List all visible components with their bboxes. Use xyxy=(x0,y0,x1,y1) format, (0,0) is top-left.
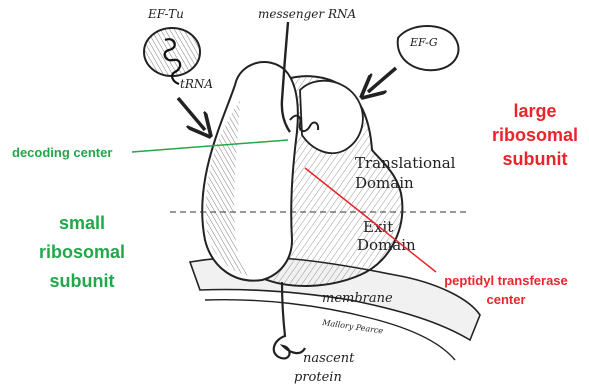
large-subunit-label-3: subunit xyxy=(503,149,568,169)
ef-tu-blob xyxy=(144,28,200,76)
ef-tu-arrow-icon xyxy=(178,98,205,130)
ef-g-label: EF-G xyxy=(409,36,438,49)
ef-tu-label: EF-Tu xyxy=(147,7,184,21)
nascent-protein-label-1: nascent xyxy=(303,351,355,366)
artist-signature: Mallory Pearce xyxy=(321,318,384,336)
trna-label: tRNA xyxy=(180,77,213,91)
large-subunit-lobe xyxy=(300,81,363,153)
peptidyl-center-label-1: peptidyl transferase xyxy=(444,273,568,288)
nascent-protein-label-2: protein xyxy=(294,370,342,385)
ef-g-arrow-icon xyxy=(368,68,396,92)
translational-domain-label-2: Domain xyxy=(355,174,414,192)
large-subunit-label-2: ribosomal xyxy=(492,125,578,145)
large-subunit-label-1: large xyxy=(513,101,556,121)
small-subunit-label-2: ribosomal xyxy=(39,242,125,262)
decoding-center-label: decoding center xyxy=(12,145,112,160)
translational-domain-label-1: Translational xyxy=(355,154,456,172)
small-subunit-label-1: small xyxy=(59,213,105,233)
messenger-rna-label: messenger RNA xyxy=(258,7,356,21)
exit-domain-label-2: Domain xyxy=(357,236,416,254)
peptidyl-center-label-2: center xyxy=(486,292,525,307)
small-subunit-label-3: subunit xyxy=(50,271,115,291)
membrane-label: membrane xyxy=(322,291,393,306)
